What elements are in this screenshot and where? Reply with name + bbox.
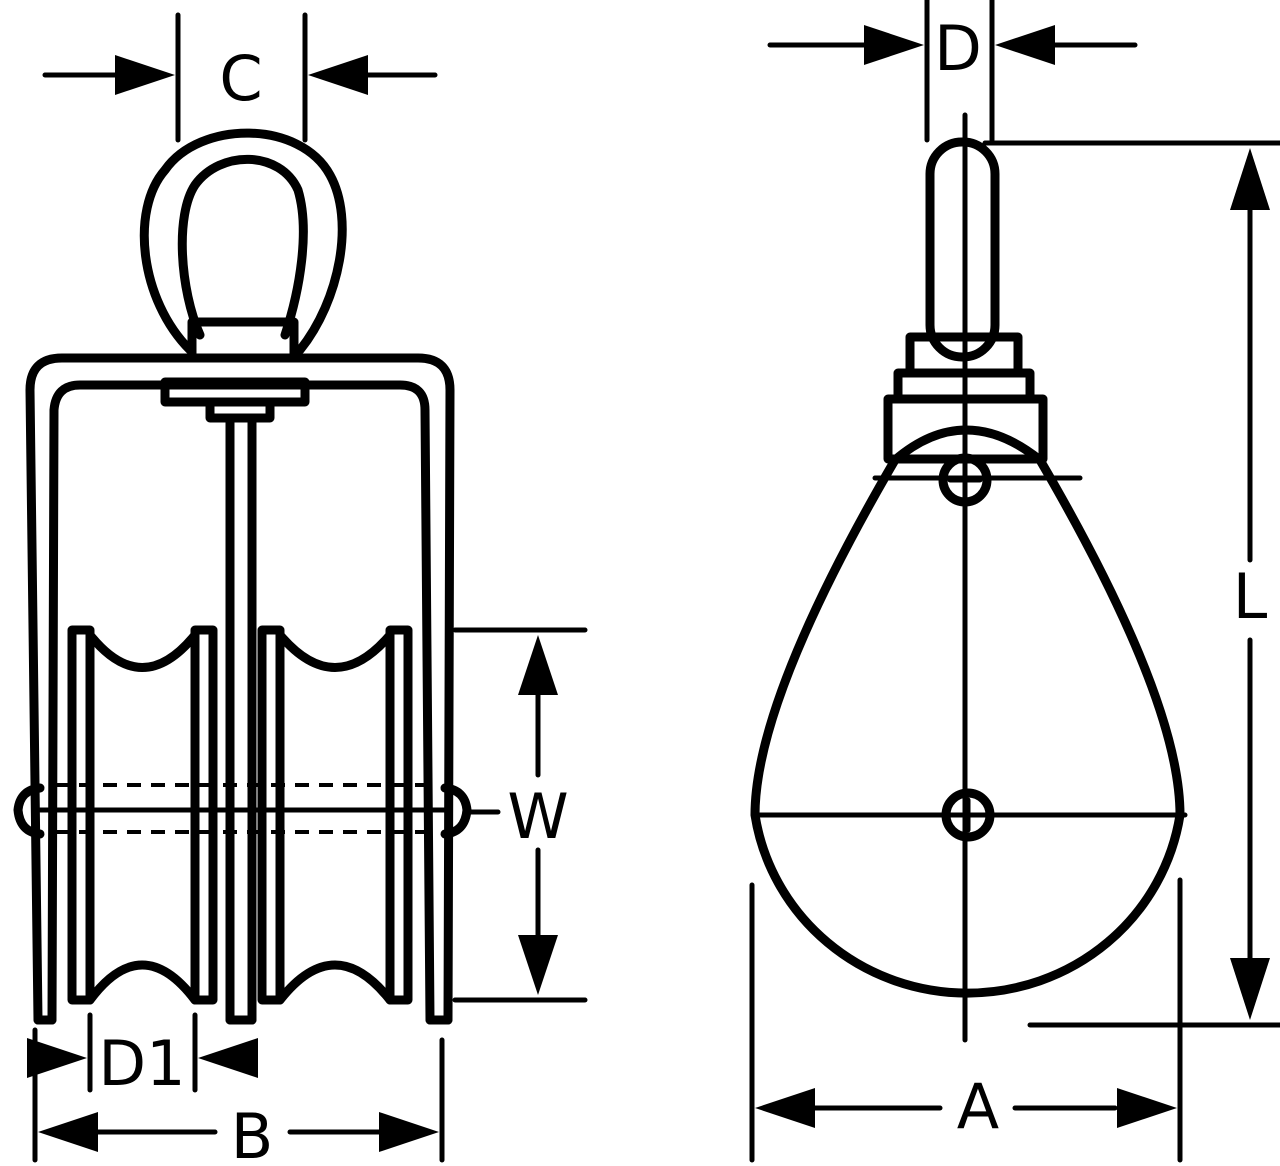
top-bolt [938, 453, 992, 507]
swivel-eye [139, 128, 347, 363]
axle [13, 783, 472, 839]
dimension-w: W [452, 627, 588, 1003]
label-l: L [1233, 560, 1268, 633]
center-plate-and-rod [160, 377, 310, 1025]
label-c: C [219, 42, 262, 115]
label-d: D [934, 12, 982, 85]
dimension-l: L [982, 140, 1280, 1028]
axle-bolt [941, 788, 995, 842]
front-view: C W D1 B [13, 12, 588, 1166]
dimension-b: B [32, 1027, 445, 1166]
dimension-c: C [42, 12, 438, 143]
right-sheave [257, 625, 413, 1005]
shackle-link [925, 112, 1000, 1043]
label-w: W [507, 780, 568, 853]
label-a: A [957, 1070, 999, 1143]
dimension-a: A [749, 877, 1183, 1163]
label-b: B [231, 1100, 274, 1166]
side-view: D L A [749, 0, 1280, 1163]
dimension-d: D [767, 0, 1138, 143]
label-d1: D1 [98, 1027, 185, 1100]
dimension-d1: D1 [27, 1012, 258, 1100]
sheave-body [750, 425, 1188, 998]
left-sheave [67, 625, 218, 1005]
